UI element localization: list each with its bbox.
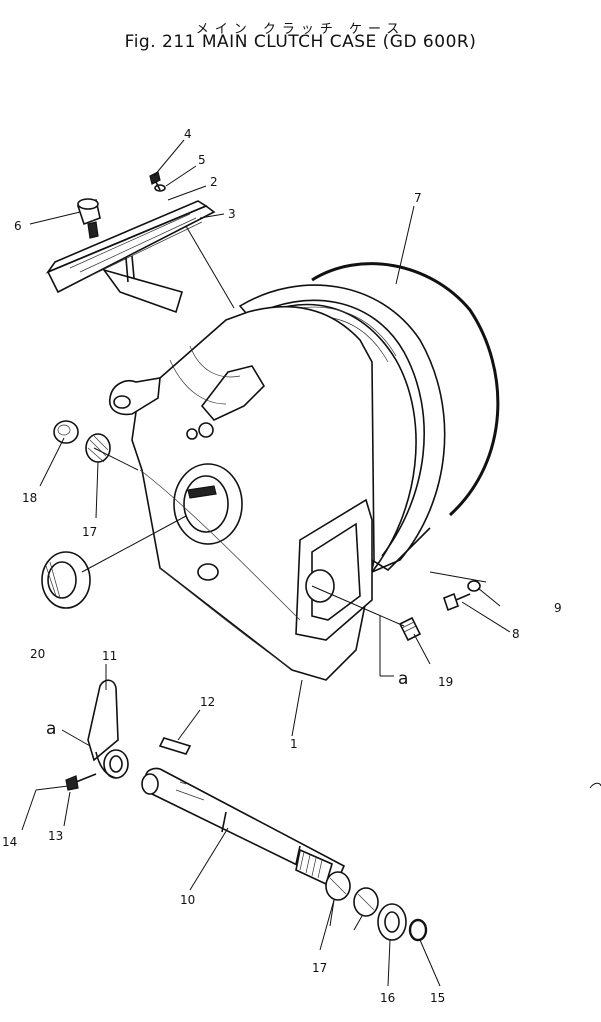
plug-part-19 — [398, 616, 422, 642]
callout-a-case: a — [398, 669, 408, 689]
callout-6: 6 — [14, 219, 22, 233]
title-japanese: メイン クラッチ ケース — [195, 22, 406, 37]
callout-11: 11 — [102, 649, 117, 663]
callout-3: 3 — [228, 207, 236, 221]
callout-17-upper: 17 — [82, 525, 97, 539]
callout-7: 7 — [414, 191, 422, 205]
cover-plate-assembly — [45, 171, 216, 314]
callout-19: 19 — [438, 675, 453, 689]
leader-lines — [21, 139, 511, 987]
callout-a-lever: a — [46, 719, 56, 739]
snap-ring-part-15 — [408, 918, 428, 942]
callout-2: 2 — [210, 175, 218, 189]
callout-10: 10 — [180, 893, 195, 907]
callout-labels: 1 2 3 4 5 6 7 8 9 10 11 12 13 14 15 16 1… — [2, 127, 562, 1005]
callout-1: 1 — [290, 737, 298, 751]
bolt-part-13 — [65, 773, 97, 791]
callout-13: 13 — [48, 829, 63, 843]
callout-18: 18 — [22, 491, 37, 505]
bolt-part-8 — [443, 592, 471, 612]
callout-17-lower: 17 — [312, 961, 327, 975]
callout-8: 8 — [512, 627, 520, 641]
o-ring — [311, 262, 500, 517]
oil-seal-part-20 — [41, 551, 91, 609]
figure-title: Fig. 211 MAIN CLUTCH CASE (GD 600R) — [124, 32, 477, 52]
washer-part-9 — [467, 580, 481, 592]
shaft-part-10 — [141, 767, 346, 886]
thrust-washer-part-16 — [377, 903, 407, 941]
callout-16: 16 — [380, 991, 395, 1005]
needle-bearing-upper — [85, 433, 111, 463]
callout-4: 4 — [184, 127, 192, 141]
edge-mark — [589, 782, 601, 789]
callout-9: 9 — [554, 601, 562, 615]
callout-12: 12 — [200, 695, 215, 709]
callout-5: 5 — [198, 153, 206, 167]
cap-part-18 — [53, 420, 79, 444]
main-clutch-case — [108, 284, 446, 681]
callout-15: 15 — [430, 991, 445, 1005]
needle-bearing-lower — [325, 871, 379, 917]
callout-14: 14 — [2, 835, 17, 849]
callout-20: 20 — [30, 647, 45, 661]
lever-part-11 — [87, 679, 129, 779]
key-part-12 — [158, 737, 192, 755]
